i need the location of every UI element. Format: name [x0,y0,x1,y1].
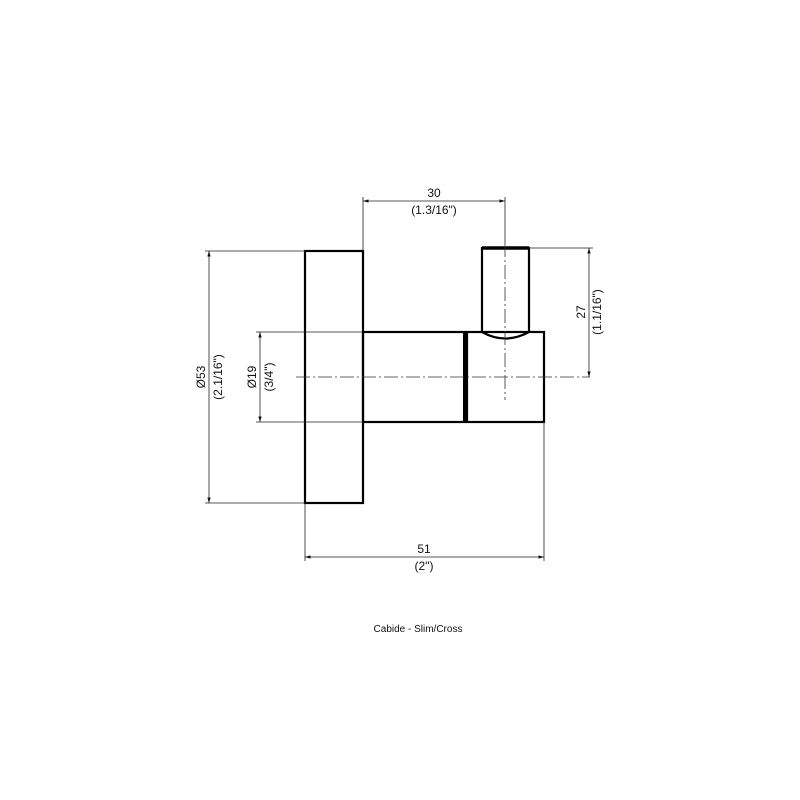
drawing-caption: Cabide - Slim/Cross [374,624,463,635]
hook-stem [480,246,531,332]
dim-label-mm: 51 [417,542,431,556]
hook-outline [303,246,546,505]
dim-label-inch: (3/4") [262,363,276,392]
dim-label-mm: Ø19 [245,365,259,388]
dim-label-inch: (2") [415,559,434,573]
dim-label-inch: (1.3/16") [411,203,457,217]
dimension-plate-diameter: Ø53 (2.1/16") [194,250,305,504]
dim-label-inch: (1.1/16") [590,289,604,335]
dim-label-inch: (2.1/16") [211,354,225,400]
dimension-total-depth: 51 (2") [304,422,545,573]
dimension-hook-offset: 30 (1.3/16") [362,186,506,251]
dim-label-mm: Ø53 [194,365,208,388]
dim-label-mm: 30 [427,186,441,200]
dim-label-mm: 27 [574,305,588,319]
dimension-body-diameter: Ø19 (3/4") [245,331,363,423]
dimension-hook-height: 27 (1.1/16") [529,247,604,377]
